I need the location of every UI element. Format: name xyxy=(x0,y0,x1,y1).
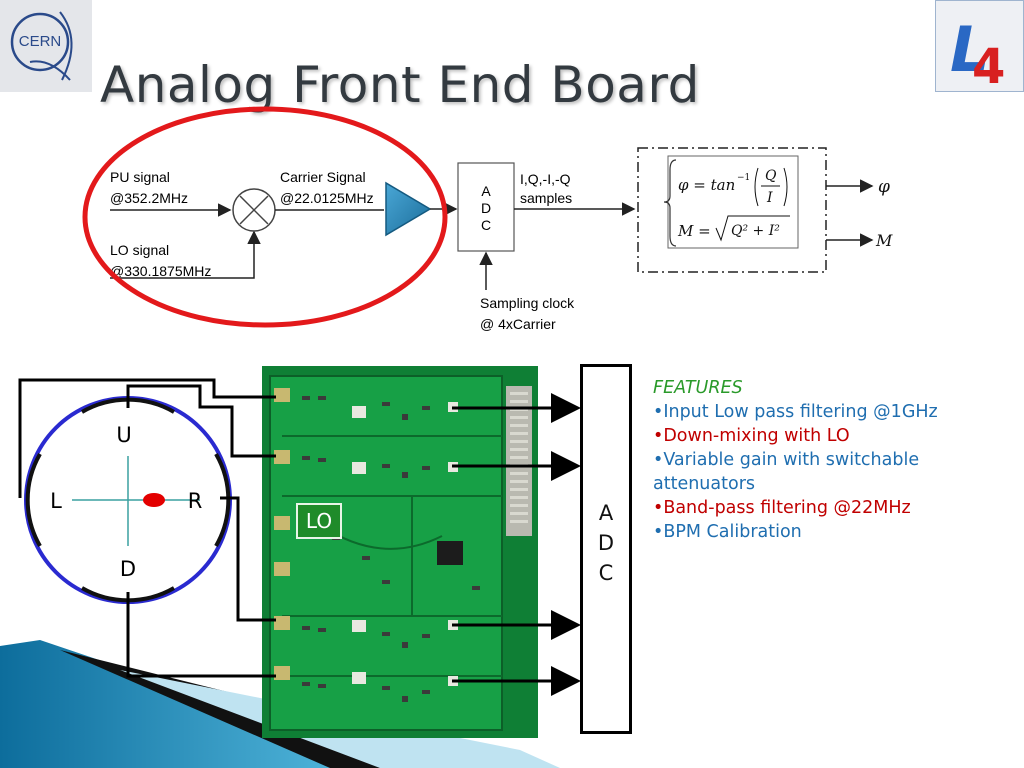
adc-letter-c: C xyxy=(481,217,491,233)
l4-logo-letter: L xyxy=(950,13,990,86)
formula-phi-num: Q xyxy=(765,168,777,184)
signal-cables xyxy=(18,378,276,678)
feature-item-calibration: •BPM Calibration xyxy=(653,522,802,542)
formula-m-rad: Q² + I² xyxy=(731,223,780,239)
formula-brace xyxy=(663,159,677,247)
adc-block xyxy=(457,162,515,252)
beam-spot xyxy=(143,493,165,507)
electrode-left-label: L xyxy=(50,489,62,513)
cern-logo: CERN xyxy=(0,0,92,92)
l4-logo-number: 4 xyxy=(972,39,1005,91)
pcb-board-photo xyxy=(262,366,538,738)
lo-label: LO xyxy=(296,503,342,539)
formula-m-lhs: M = xyxy=(677,222,711,240)
linac4-logo: L 4 L4 xyxy=(935,0,1024,95)
adc-large-letter-c: C xyxy=(598,561,614,585)
formula-phi-lhs: φ = tan xyxy=(678,176,735,194)
adc-block-large xyxy=(580,364,632,734)
lo-signal-label: LO signal xyxy=(110,242,169,258)
cern-logo-icon: CERN xyxy=(10,11,73,81)
formula-phi-sup: −1 xyxy=(737,173,750,183)
amplifier-icon xyxy=(385,181,432,237)
l4-logo-icon: L 4 xyxy=(950,13,1005,95)
electrode-right-label: R xyxy=(188,489,203,513)
carrier-freq-label: @22.0125MHz xyxy=(280,190,374,206)
carrier-signal-label: Carrier Signal xyxy=(280,169,366,185)
iq-label: I,Q,-I,-Q xyxy=(520,171,571,187)
formula-phi-den: I xyxy=(766,190,773,206)
feature-item-bandpass: •Band-pass filtering @22MHz xyxy=(653,498,911,518)
adc-input-arrows xyxy=(452,393,581,696)
adc-letters-large: A D C xyxy=(580,498,632,588)
signal-chain-diagram: A D C φ = tan −1 Q I M = Q² + I² φ M PU … xyxy=(82,106,893,332)
paren-left xyxy=(754,167,759,207)
sqrt-sign xyxy=(715,215,790,242)
lo-freq-label: @330.1875MHz xyxy=(110,263,211,279)
iq-sub-label: samples xyxy=(520,190,572,206)
electrode-up-label: U xyxy=(116,423,131,447)
cern-logo-text: CERN xyxy=(19,33,62,50)
clock-sub-label: @ 4xCarrier xyxy=(480,316,556,332)
features-list: FEATURES •Input Low pass filtering @1GHz… xyxy=(653,376,1013,544)
out-m-label: M xyxy=(875,231,893,250)
highlight-ellipse xyxy=(82,106,448,328)
features-heading: FEATURES xyxy=(653,378,743,398)
pcb-artwork xyxy=(262,366,538,738)
out-phi-label: φ xyxy=(878,177,890,197)
adc-letter-a: A xyxy=(481,183,491,199)
lo-arrow xyxy=(110,230,261,279)
feature-item-downmixing: •Down-mixing with LO xyxy=(653,426,850,446)
adc-large-letter-d: D xyxy=(597,531,615,555)
clock-label: Sampling clock xyxy=(480,295,575,311)
feature-item-gain: •Variable gain with switchable attenuato… xyxy=(653,450,920,494)
formula-box xyxy=(667,155,799,249)
board-wiring: U L R D xyxy=(18,378,581,696)
paren-right xyxy=(783,167,788,207)
pu-signal-label: PU signal xyxy=(110,169,170,185)
mixer-symbol xyxy=(232,188,276,232)
electrode-down-label: D xyxy=(120,557,136,581)
pu-freq-label: @352.2MHz xyxy=(110,190,188,206)
feature-item-lowpass: •Input Low pass filtering @1GHz xyxy=(653,402,938,422)
slide-title: Analog Front End Board xyxy=(100,56,700,114)
adc-large-letter-a: A xyxy=(598,501,614,525)
adc-letter-d: D xyxy=(481,200,491,216)
